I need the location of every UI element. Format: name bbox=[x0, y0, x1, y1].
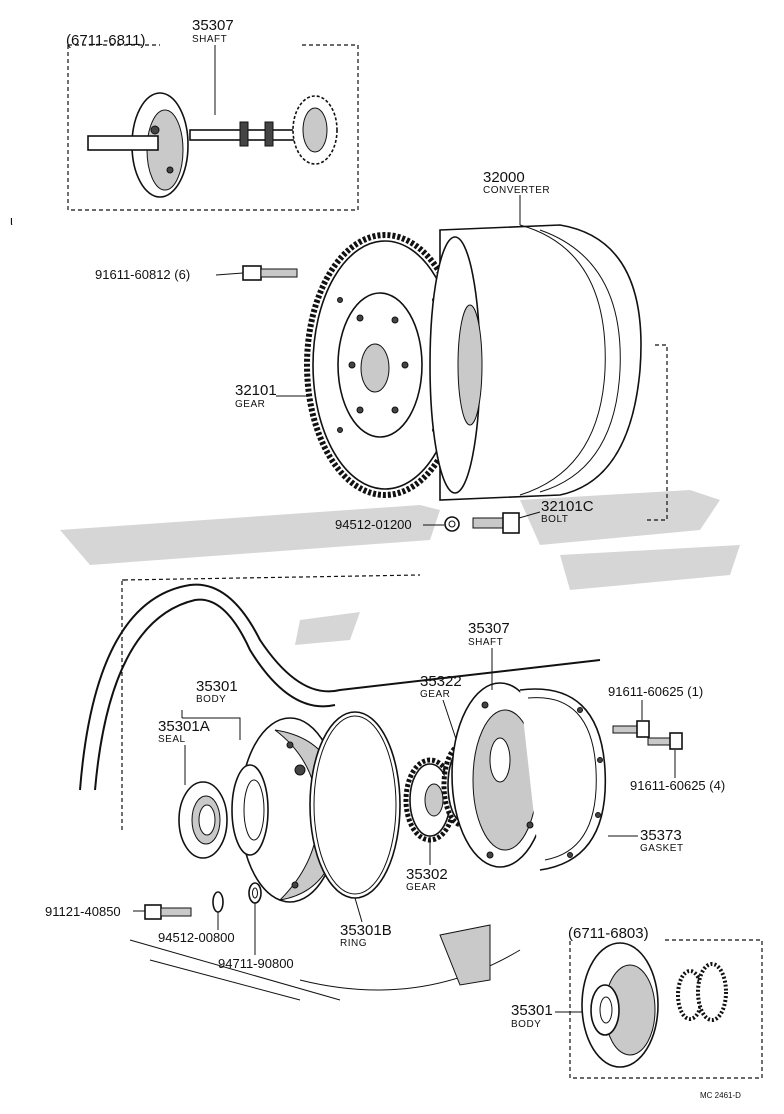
ring-name: RING bbox=[340, 938, 367, 949]
bottom-inset: (6711-6803) bbox=[568, 925, 763, 1079]
top-shaft-left bbox=[87, 135, 159, 151]
reference-code: MC 2461-D bbox=[700, 1091, 741, 1100]
gear-35322-number: 35322 bbox=[420, 673, 462, 690]
plain-washer bbox=[248, 882, 262, 904]
o-ring bbox=[309, 711, 401, 899]
shaft-top-name: SHAFT bbox=[192, 34, 227, 45]
transmission-case-outline bbox=[79, 583, 601, 1001]
svg-text:ι: ι bbox=[10, 213, 13, 228]
bolt-32101c-number: 32101C bbox=[541, 498, 594, 515]
converter-number: 32000 bbox=[483, 169, 525, 186]
oil-seal bbox=[178, 781, 228, 859]
torque-converter bbox=[429, 224, 642, 501]
pump-bolt-4 bbox=[647, 732, 683, 750]
seal-name: SEAL bbox=[158, 734, 186, 745]
shaft-mid-number: 35307 bbox=[468, 620, 510, 637]
seal-number: 35301A bbox=[158, 718, 210, 735]
bolt-60625-1-label: 91611-60625 (1) bbox=[608, 684, 703, 699]
bolt-32101c-name: BOLT bbox=[541, 514, 568, 525]
gasket-name: GASKET bbox=[640, 843, 684, 854]
gear-35302-number: 35302 bbox=[406, 866, 448, 883]
shaft-top-number: 35307 bbox=[192, 17, 234, 34]
gear-32101-number: 32101 bbox=[235, 382, 277, 399]
gear-35302-name: GEAR bbox=[406, 882, 436, 893]
washer-90800-label: 94711-90800 bbox=[218, 956, 294, 971]
bolt-60812-label: 91611-60812 (6) bbox=[95, 267, 190, 282]
body-name: BODY bbox=[196, 694, 226, 705]
converter-bolt bbox=[444, 512, 520, 534]
top-inset: (6711-6811) 35307 SHAFT bbox=[66, 17, 359, 211]
gear-32101-name: GEAR bbox=[235, 399, 265, 410]
pump-gasket bbox=[519, 688, 607, 871]
gasket-number: 35373 bbox=[640, 827, 682, 844]
shaft-mid-name: SHAFT bbox=[468, 637, 503, 648]
spring-washer bbox=[212, 891, 224, 913]
body-bottom-number: 35301 bbox=[511, 1002, 553, 1019]
pump-body-bolt bbox=[144, 904, 192, 920]
top-range-label: (6711-6811) bbox=[66, 32, 146, 49]
pump-bolt-1 bbox=[612, 720, 650, 738]
gear-35322-name: GEAR bbox=[420, 689, 450, 700]
ring-number: 35301B bbox=[340, 922, 392, 939]
bolt-60625-4-label: 91611-60625 (4) bbox=[630, 778, 725, 793]
bolt-40850-label: 91121-40850 bbox=[45, 904, 121, 919]
washer-01200-label: 94512-01200 bbox=[335, 517, 412, 532]
washer-00800-label: 94512-00800 bbox=[158, 930, 235, 945]
bottom-range-label: (6711-6803) bbox=[568, 925, 649, 942]
body-bottom-name: BODY bbox=[511, 1019, 541, 1030]
flywheel-bolt bbox=[242, 265, 298, 281]
watermark-logo bbox=[60, 490, 740, 645]
body-number: 35301 bbox=[196, 678, 238, 695]
converter-name: CONVERTER bbox=[483, 185, 550, 196]
